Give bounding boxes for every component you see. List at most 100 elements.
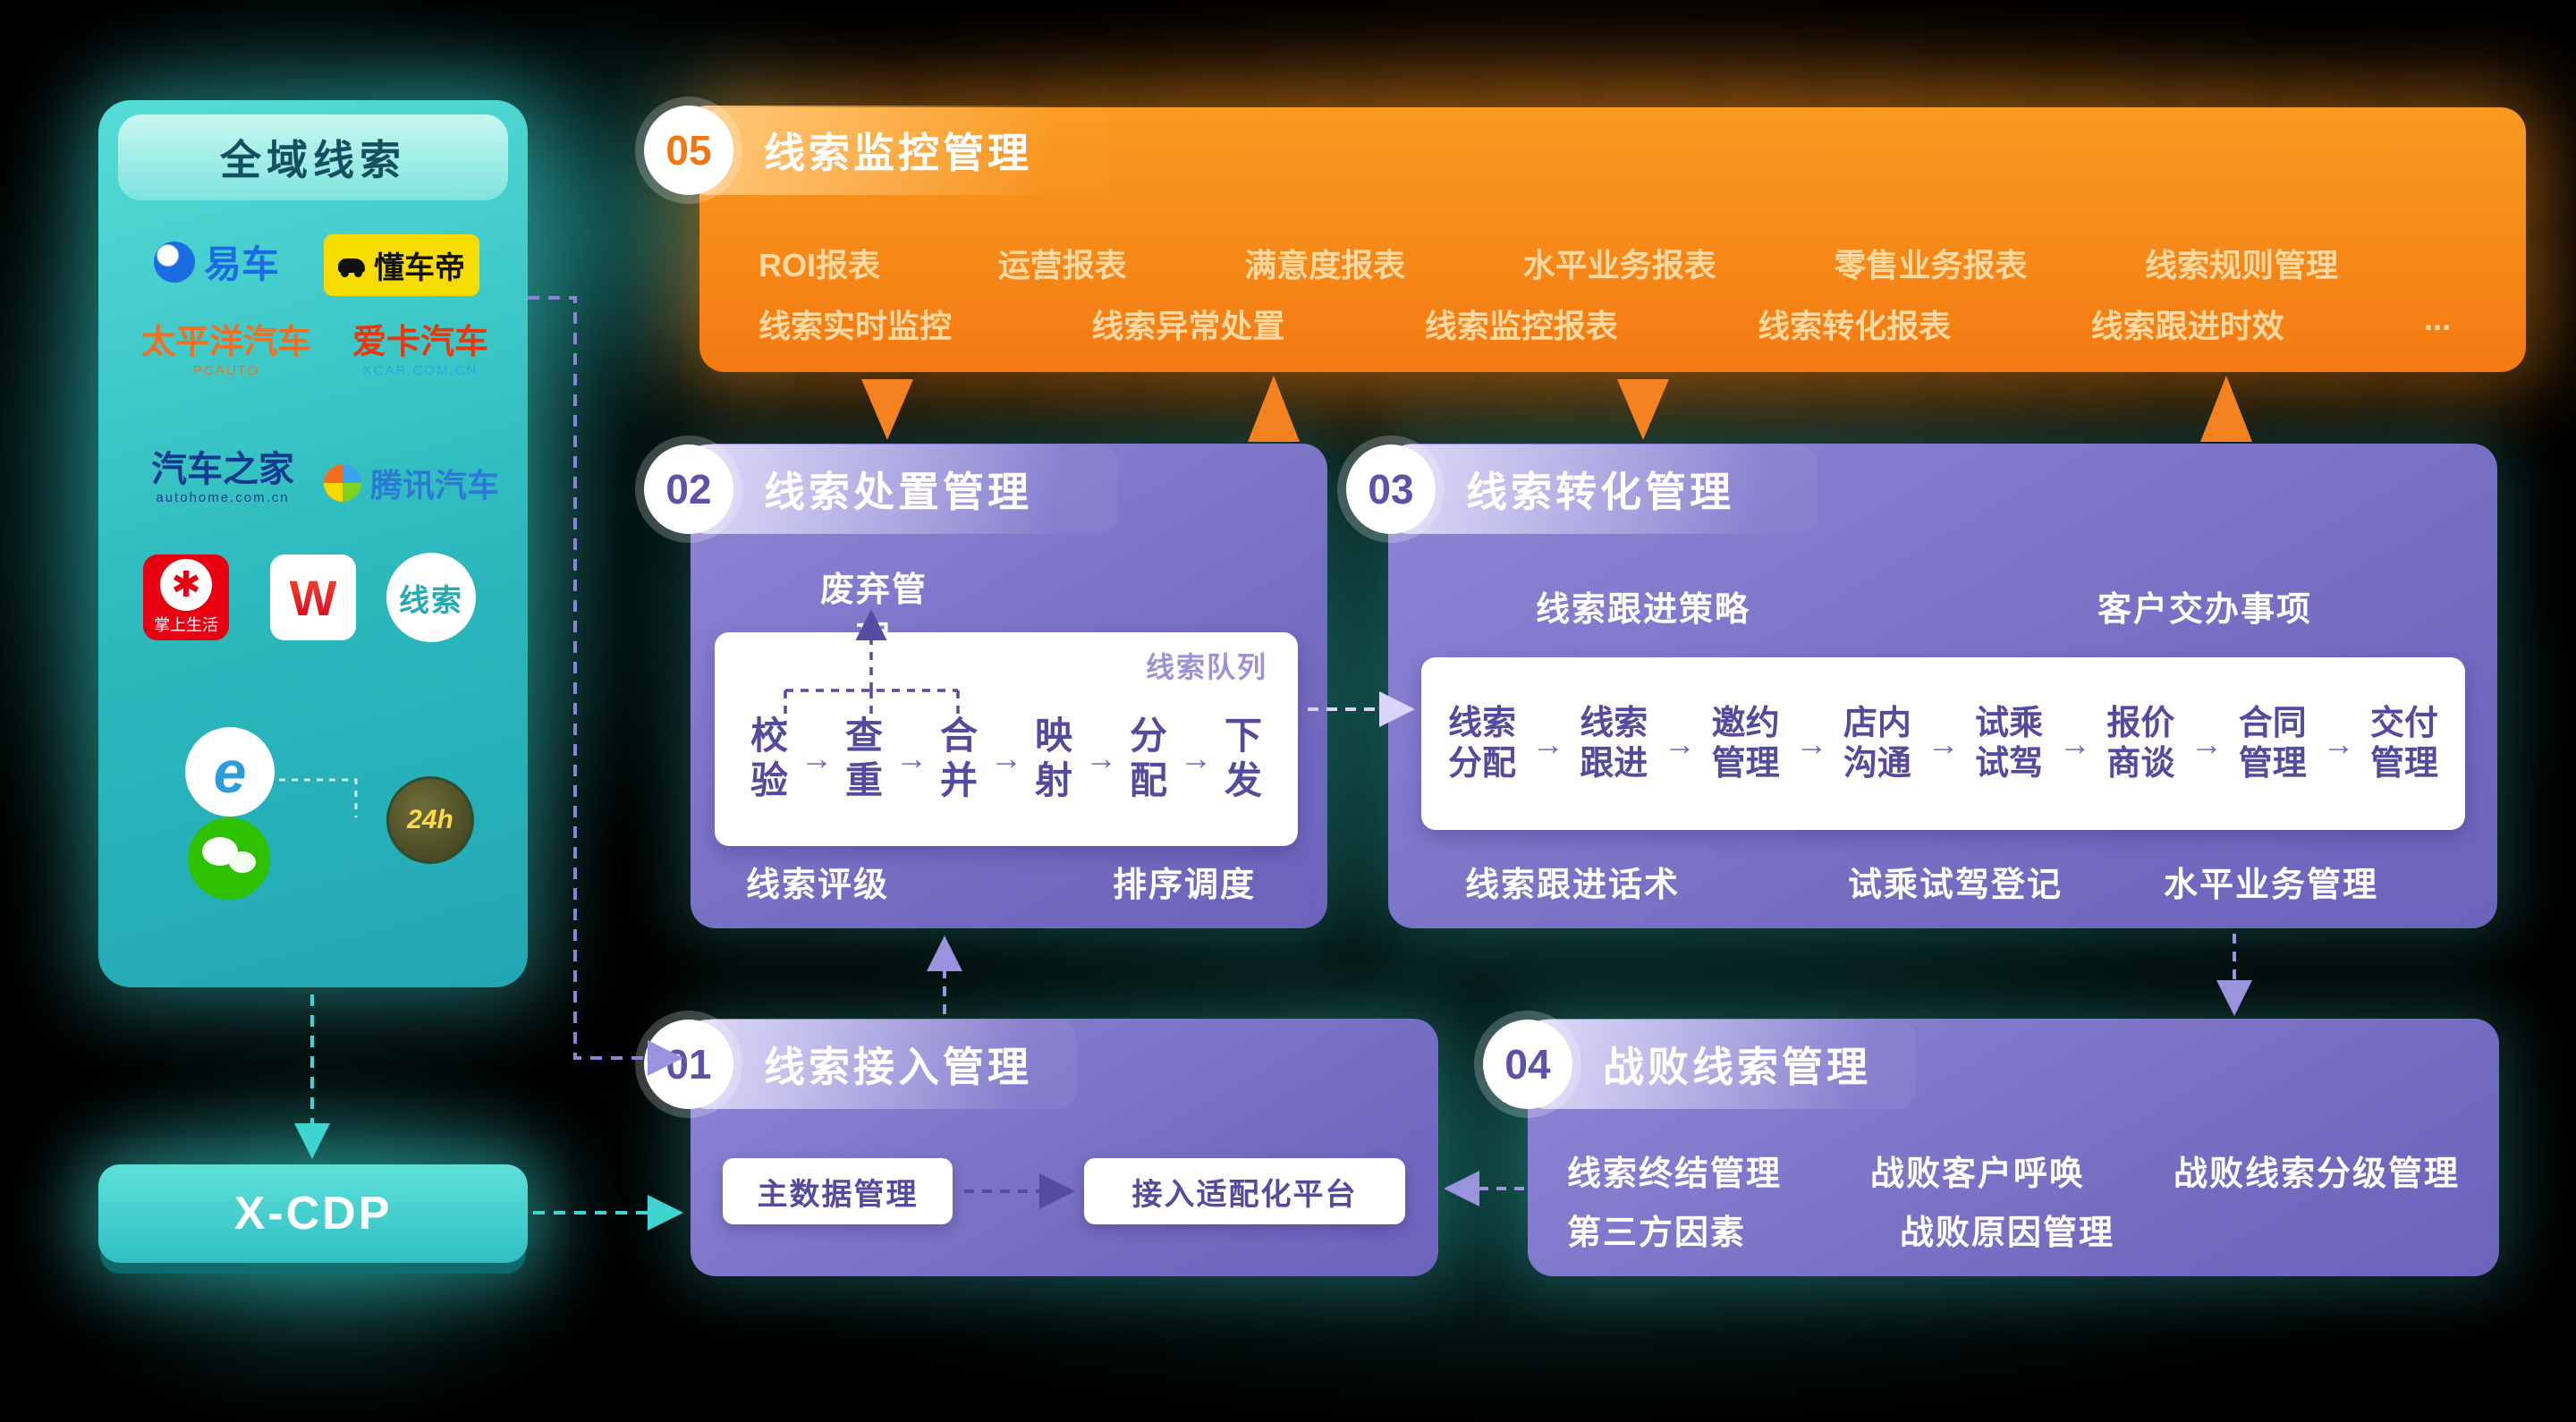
yiche-label: 易车 <box>204 243 280 285</box>
monitor-item: 线索跟进时效 <box>2090 308 2284 344</box>
step-map: 映射 <box>1035 714 1073 801</box>
defeat-item: 战败客户呼唤 <box>1869 1155 2085 1193</box>
adapter-platform-box: 接入适配化平台 <box>1084 1158 1405 1224</box>
step-lead-followup: 线索跟进 <box>1580 704 1648 783</box>
monitor-item: 零售业务报表 <box>1834 247 2028 284</box>
monitor-title: 线索监控管理 <box>764 130 1032 176</box>
followup-script-label: 线索跟进话术 <box>1464 867 1680 904</box>
conversion-steps: 线索分配 → 线索跟进 → 邀约管理 → 店内沟通 → 试乘试驾 → 报价商谈 … <box>1421 657 2465 830</box>
monitor-item: 运营报表 <box>997 247 1127 284</box>
master-data-box: 主数据管理 <box>723 1158 953 1224</box>
step-contract: 合同管理 <box>2238 704 2307 783</box>
step-arrow-icon: → <box>1795 724 1828 762</box>
disposal-title: 线索处置管理 <box>764 469 1032 515</box>
step-arrow-icon: → <box>1180 739 1212 776</box>
monitor-item: 线索规则管理 <box>2144 247 2338 284</box>
defeat-item: 战败原因管理 <box>1900 1215 2115 1252</box>
block-lead-conversion: 线索跟进策略 客户交办事项 线索分配 → 线索跟进 → 邀约管理 → 店内沟通 … <box>1388 444 2497 928</box>
step-dispatch: 下发 <box>1224 714 1263 801</box>
step-verify: 校验 <box>750 714 789 801</box>
followup-strategy-label: 线索跟进策略 <box>1535 591 1750 629</box>
disposal-steps: 校验 → 查重 → 合并 → 映射 → 分配 → 下发 <box>715 632 1298 846</box>
step-quote: 报价商谈 <box>2106 704 2175 783</box>
xcar-sub: XCAR.COM.CN <box>362 362 479 378</box>
step-lead-assign: 线索分配 <box>1448 704 1517 783</box>
autohome-label: 汽车之家 <box>151 450 294 489</box>
access-title: 线索接入管理 <box>764 1044 1032 1090</box>
hotline-24h-icon: 24h <box>386 776 474 864</box>
step-testdrive: 试乘试驾 <box>1975 704 2044 783</box>
step-invite: 邀约管理 <box>1711 704 1780 783</box>
step-arrow-icon: → <box>1531 724 1564 762</box>
defeat-row2: 第三方因素 战败原因管理 <box>1567 1205 2114 1254</box>
dongchedi-label: 懂车帝 <box>374 251 465 285</box>
monitor-item: 线索异常处置 <box>1091 308 1285 344</box>
monitor-item: ... <box>2423 300 2451 337</box>
defeat-item: 线索终结管理 <box>1567 1155 1783 1193</box>
defeat-title: 战败线索管理 <box>1603 1044 1871 1090</box>
monitor-item: 满意度报表 <box>1244 247 1406 284</box>
logo-w: W <box>270 554 356 640</box>
step-arrow-icon: → <box>990 739 1022 776</box>
step-delivery: 交付管理 <box>2369 704 2438 783</box>
monitor-badge: 05 <box>644 106 733 195</box>
flower-icon: ✱ <box>160 559 212 611</box>
wechat-bubble-small <box>229 851 256 873</box>
h24-label: 24h <box>407 805 453 834</box>
zhangshang-shenghuo-label: 掌上生活 <box>154 616 218 634</box>
ie-label: e <box>213 739 247 805</box>
defeat-header: 战败线索管理 04 <box>1483 1020 1916 1111</box>
defeat-badge: 04 <box>1483 1020 1572 1109</box>
pcauto-sub: PCAUTO <box>192 362 260 378</box>
conversion-badge: 03 <box>1346 444 1436 534</box>
conversion-header: 线索转化管理 03 <box>1346 444 1818 536</box>
defeat-row1: 线索终结管理 战败客户呼唤 战败线索分级管理 <box>1567 1146 2460 1195</box>
step-assign: 分配 <box>1130 714 1168 801</box>
omni-leads-title: 全域线索 <box>118 114 508 200</box>
step-arrow-icon: → <box>895 739 928 776</box>
conversion-title: 线索转化管理 <box>1466 469 1734 515</box>
car-icon <box>338 258 365 277</box>
autohome-sub: autohome.com.cn <box>156 490 290 505</box>
lead-queue-box: 线索队列 校验 → 查重 → 合并 → 映射 → 分配 → 下发 <box>715 632 1298 846</box>
step-arrow-icon: → <box>1085 739 1117 776</box>
logo-pcauto: 太平洋汽车 PCAUTO <box>134 324 318 378</box>
step-dedupe: 查重 <box>845 714 884 801</box>
disposal-header: 线索处置管理 02 <box>644 444 1118 536</box>
monitor-header: 线索监控管理 05 <box>644 106 1109 197</box>
monitor-item: ROI报表 <box>758 247 881 284</box>
logo-xcar: 爱卡汽车 XCAR.COM.CN <box>340 324 501 378</box>
logo-dongchedi: 懂车帝 <box>324 234 479 296</box>
conversion-steps-box: 线索分配 → 线索跟进 → 邀约管理 → 店内沟通 → 试乘试驾 → 报价商谈 … <box>1421 657 2465 830</box>
monitor-item: 线索实时监控 <box>758 308 953 344</box>
sorting-scheduling-label: 排序调度 <box>1112 867 1256 904</box>
lead-rating-label: 线索评级 <box>745 867 889 904</box>
ie-browser-icon: e <box>185 727 275 817</box>
step-arrow-icon: → <box>801 739 833 776</box>
orange-down-arrow-1 <box>861 379 913 440</box>
xcar-label: 爱卡汽车 <box>352 324 488 361</box>
defeat-item: 战败线索分级管理 <box>2173 1155 2460 1193</box>
w-label: W <box>289 569 337 626</box>
logo-zhangshang-shenghuo: ✱ 掌上生活 <box>143 554 229 640</box>
pcauto-label: 太平洋汽车 <box>140 324 311 361</box>
step-arrow-icon: → <box>2190 724 2224 762</box>
xiansuo-label: 线索 <box>399 583 463 618</box>
xcdp-node: X-CDP <box>98 1164 528 1263</box>
orange-up-arrow-1 <box>1248 376 1300 442</box>
monitor-item: 线索转化报表 <box>1758 308 1952 344</box>
testdrive-register-label: 试乘试驾登记 <box>1847 867 2063 904</box>
omni-leads-panel: 全域线索 易车 懂车帝 太平洋汽车 PCAUTO 爱卡汽车 XCAR.COM.C… <box>98 100 528 987</box>
wechat-icon <box>188 817 270 900</box>
step-arrow-icon: → <box>1927 724 1960 762</box>
lead-queue-label: 线索队列 <box>1145 651 1267 683</box>
orange-up-arrow-2 <box>2200 376 2252 442</box>
access-header: 线索接入管理 01 <box>644 1020 1077 1111</box>
step-arrow-icon: → <box>1663 724 1696 762</box>
step-arrow-icon: → <box>2322 724 2355 762</box>
logo-autohome: 汽车之家 autohome.com.cn <box>131 451 315 505</box>
monitor-item: 线索监控报表 <box>1424 308 1618 344</box>
defeat-item: 第三方因素 <box>1567 1215 1747 1252</box>
step-instore: 店内沟通 <box>1843 704 1911 783</box>
